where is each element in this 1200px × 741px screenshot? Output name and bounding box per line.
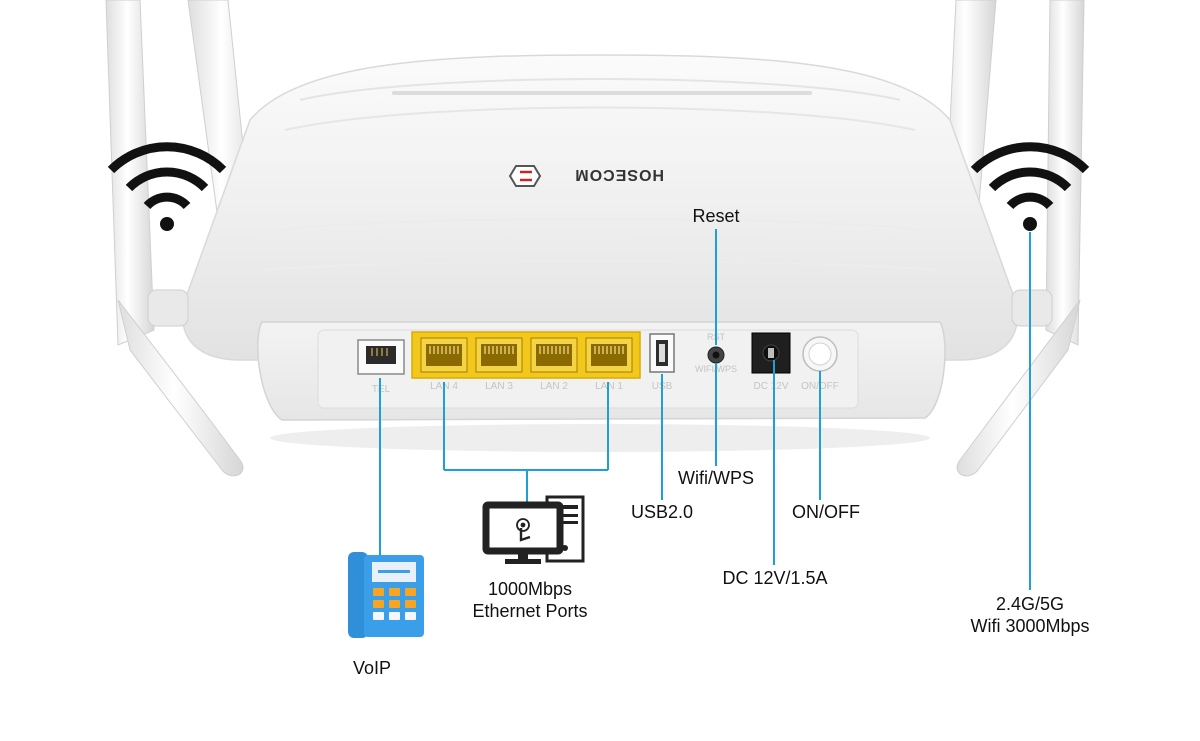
lan-port-label: LAN 2 — [540, 381, 568, 392]
lan-port — [420, 337, 468, 373]
dc-jack-label: DC 12V — [753, 381, 788, 392]
callout-wifi-line2: Wifi 3000Mbps — [970, 616, 1090, 636]
lan-port-label: LAN 3 — [485, 381, 513, 392]
lan-port — [475, 337, 523, 373]
lan-port — [530, 337, 578, 373]
hosecom-logo-icon: HOSECOM — [508, 165, 664, 187]
callout-ethernet-line1: 1000Mbps — [487, 579, 573, 599]
desktop-computer-icon — [482, 495, 585, 564]
dc-jack: DC 12V — [751, 332, 791, 392]
callout-usb: USB2.0 — [630, 502, 694, 522]
desk-phone-icon — [348, 552, 424, 638]
callout-ethernet: 1000Mbps Ethernet Ports — [455, 578, 605, 622]
lan-port — [585, 337, 633, 373]
callout-on-off: ON/OFF — [792, 502, 860, 522]
antenna-front-left — [105, 0, 244, 477]
callout-ethernet-line2: Ethernet Ports — [472, 601, 588, 621]
wifi-signal-icon — [107, 142, 227, 231]
antenna-front-right — [956, 0, 1085, 477]
router-body — [182, 54, 1018, 361]
callout-lines — [379, 229, 1031, 590]
callout-voip: VoIP — [352, 658, 392, 678]
lan-port-label: LAN 1 — [595, 381, 623, 392]
tel-port-label: TEL — [372, 384, 391, 395]
callout-wifi: 2.4G/5G Wifi 3000Mbps — [955, 593, 1105, 637]
callout-wifi-line1: 2.4G/5G — [995, 594, 1065, 614]
callout-reset: Reset — [692, 206, 740, 226]
callout-wifi-wps: Wifi/WPS — [678, 468, 754, 488]
tel-port: TEL — [357, 339, 405, 395]
lan-ports: LAN 4 LAN 3 LAN 2 LAN 1 — [411, 331, 641, 392]
callout-dc: DC 12V/1.5A — [722, 568, 828, 588]
wifi-signal-icon — [970, 142, 1090, 231]
brand-name: HOSECOM — [574, 166, 664, 183]
